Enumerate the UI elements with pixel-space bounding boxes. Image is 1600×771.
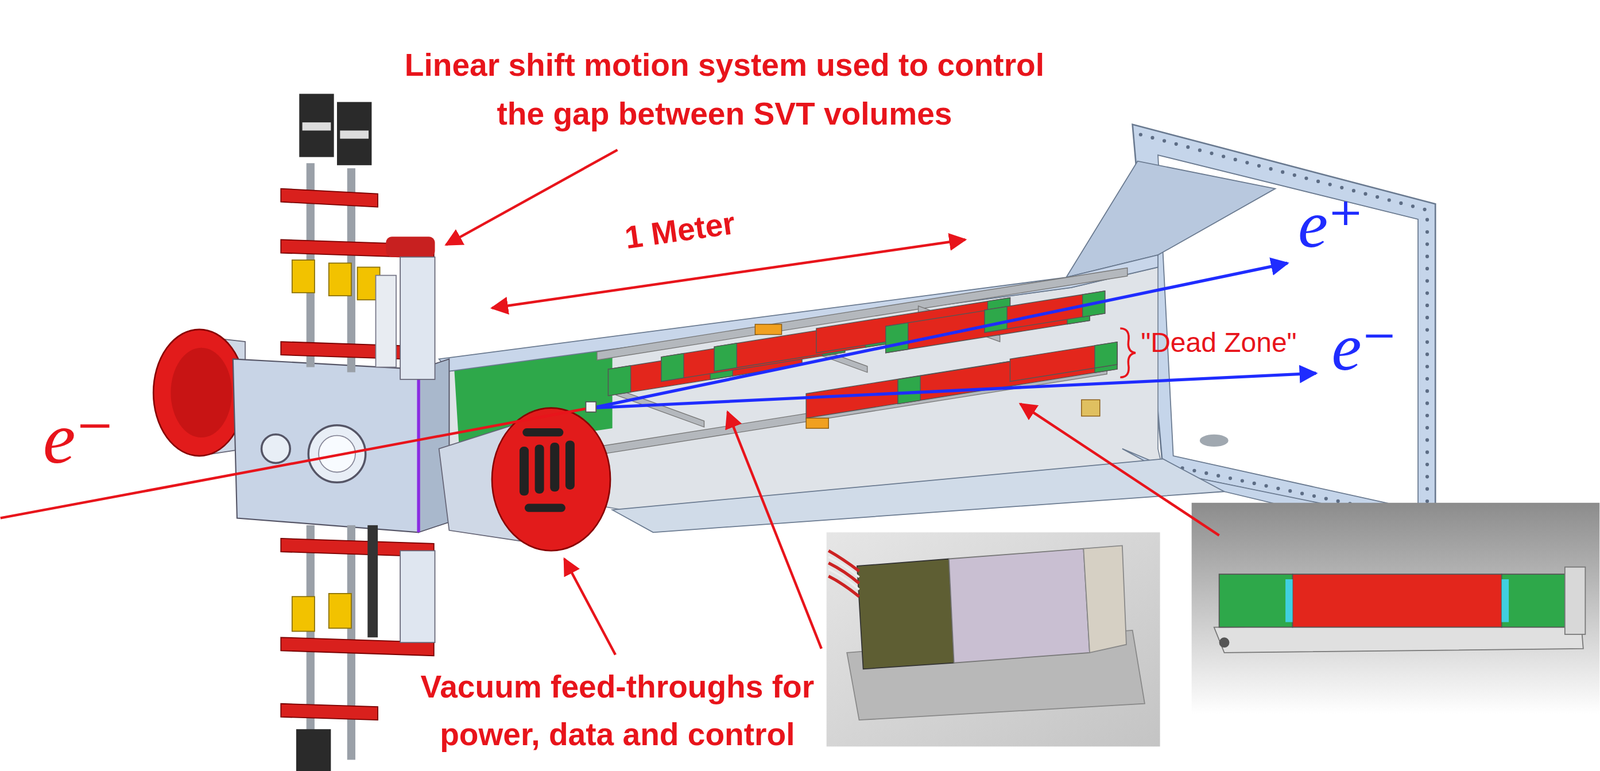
module-photo	[826, 532, 1161, 747]
svt-box	[612, 458, 1225, 533]
leader-arrow	[564, 558, 616, 655]
sensor-module	[608, 291, 1118, 419]
linear-shift-stage	[336, 102, 372, 166]
vacuum-chamber	[524, 504, 566, 513]
beam-label: e⁻	[43, 396, 115, 481]
module-cad-inset	[1219, 637, 1230, 648]
sensor-module	[1009, 342, 1118, 382]
beam-track	[591, 373, 1316, 408]
mount-block	[1081, 399, 1100, 416]
linear-shift-stage	[292, 596, 315, 631]
vacuum-chamber	[519, 446, 529, 496]
linear-shift-stage	[328, 262, 352, 296]
vacuum-chamber	[535, 444, 545, 494]
support-bar	[597, 268, 1128, 456]
mount-block	[754, 324, 782, 335]
region-label: "Dead Zone"	[1140, 326, 1297, 359]
beam-track	[585, 401, 596, 413]
linear-shift-stage	[292, 260, 315, 293]
vacuum-chamber	[170, 347, 232, 438]
leader-arrow	[491, 239, 966, 308]
linear-shift-stage	[280, 188, 378, 208]
linear-shift-stage	[280, 93, 435, 379]
module-cad-inset	[1214, 624, 1584, 653]
module-cad-inset	[1564, 567, 1586, 635]
linear-shift-stage	[302, 122, 332, 131]
linear-shift-stage	[339, 130, 369, 139]
module-photo	[826, 532, 1161, 747]
vacuum-chamber	[491, 408, 611, 552]
particle-label: e⁻	[1331, 308, 1398, 386]
module-cad-inset	[1501, 579, 1509, 623]
sensor-module	[608, 365, 631, 396]
callout-text: Vacuum feed-throughs for power, data and…	[387, 663, 847, 758]
linear-shift-stage	[296, 729, 331, 771]
leader-arrow	[446, 149, 1220, 655]
module-cad-inset	[1219, 574, 1293, 627]
linear-shift-stage	[328, 593, 352, 629]
vacuum-chamber	[153, 329, 246, 456]
linear-shift-stage	[375, 275, 397, 368]
vacuum-chamber	[565, 440, 575, 490]
vacuum-chamber	[418, 358, 449, 533]
mount-block	[754, 324, 1100, 429]
linear-shift-stage	[280, 525, 435, 771]
sensor-module	[984, 291, 1106, 333]
module-cad-inset	[1285, 579, 1293, 623]
dead-zone-bracket	[1120, 328, 1136, 378]
linear-shift-stage	[400, 550, 435, 643]
sensor-module	[661, 353, 684, 382]
module-photo	[1083, 545, 1127, 653]
sensor-module	[984, 291, 1106, 333]
leader-arrow	[446, 149, 618, 245]
module-photo	[857, 558, 955, 669]
vacuum-chamber	[549, 442, 560, 492]
leader-arrow	[727, 412, 821, 649]
sensor-module	[1094, 342, 1118, 368]
module-photo	[828, 556, 859, 590]
leader-arrow	[1020, 403, 1219, 536]
vacuum-chamber	[308, 425, 366, 483]
particle-label: e⁺	[1298, 185, 1364, 263]
dimension-label: 1 Meter	[622, 204, 738, 257]
linear-shift-stage	[367, 525, 378, 638]
sensor-module	[984, 306, 1007, 333]
sensor-module	[714, 343, 737, 372]
beam-track	[0, 262, 1317, 518]
module-cad-inset	[1501, 574, 1565, 627]
svt-box	[1199, 434, 1229, 447]
sensor-module	[1009, 342, 1118, 382]
mount-block	[806, 417, 829, 429]
module-cad-inset	[1292, 574, 1502, 627]
callout-text: Linear shift motion system used to contr…	[377, 40, 1072, 139]
vacuum-chamber	[522, 428, 564, 437]
sensor-module	[897, 376, 921, 405]
module-cad-inset	[1191, 502, 1600, 715]
linear-shift-stage	[400, 257, 435, 380]
module-cad-inset	[1191, 502, 1600, 715]
vacuum-chamber	[416, 369, 420, 533]
module-photo	[828, 550, 859, 597]
vacuum-chamber	[261, 434, 291, 464]
linear-shift-stage	[299, 93, 334, 157]
linear-shift-stage	[385, 236, 435, 258]
svt-box	[1066, 161, 1276, 278]
linear-shift-stage	[280, 703, 378, 720]
module-photo	[948, 548, 1090, 664]
sensor-module	[885, 322, 909, 353]
